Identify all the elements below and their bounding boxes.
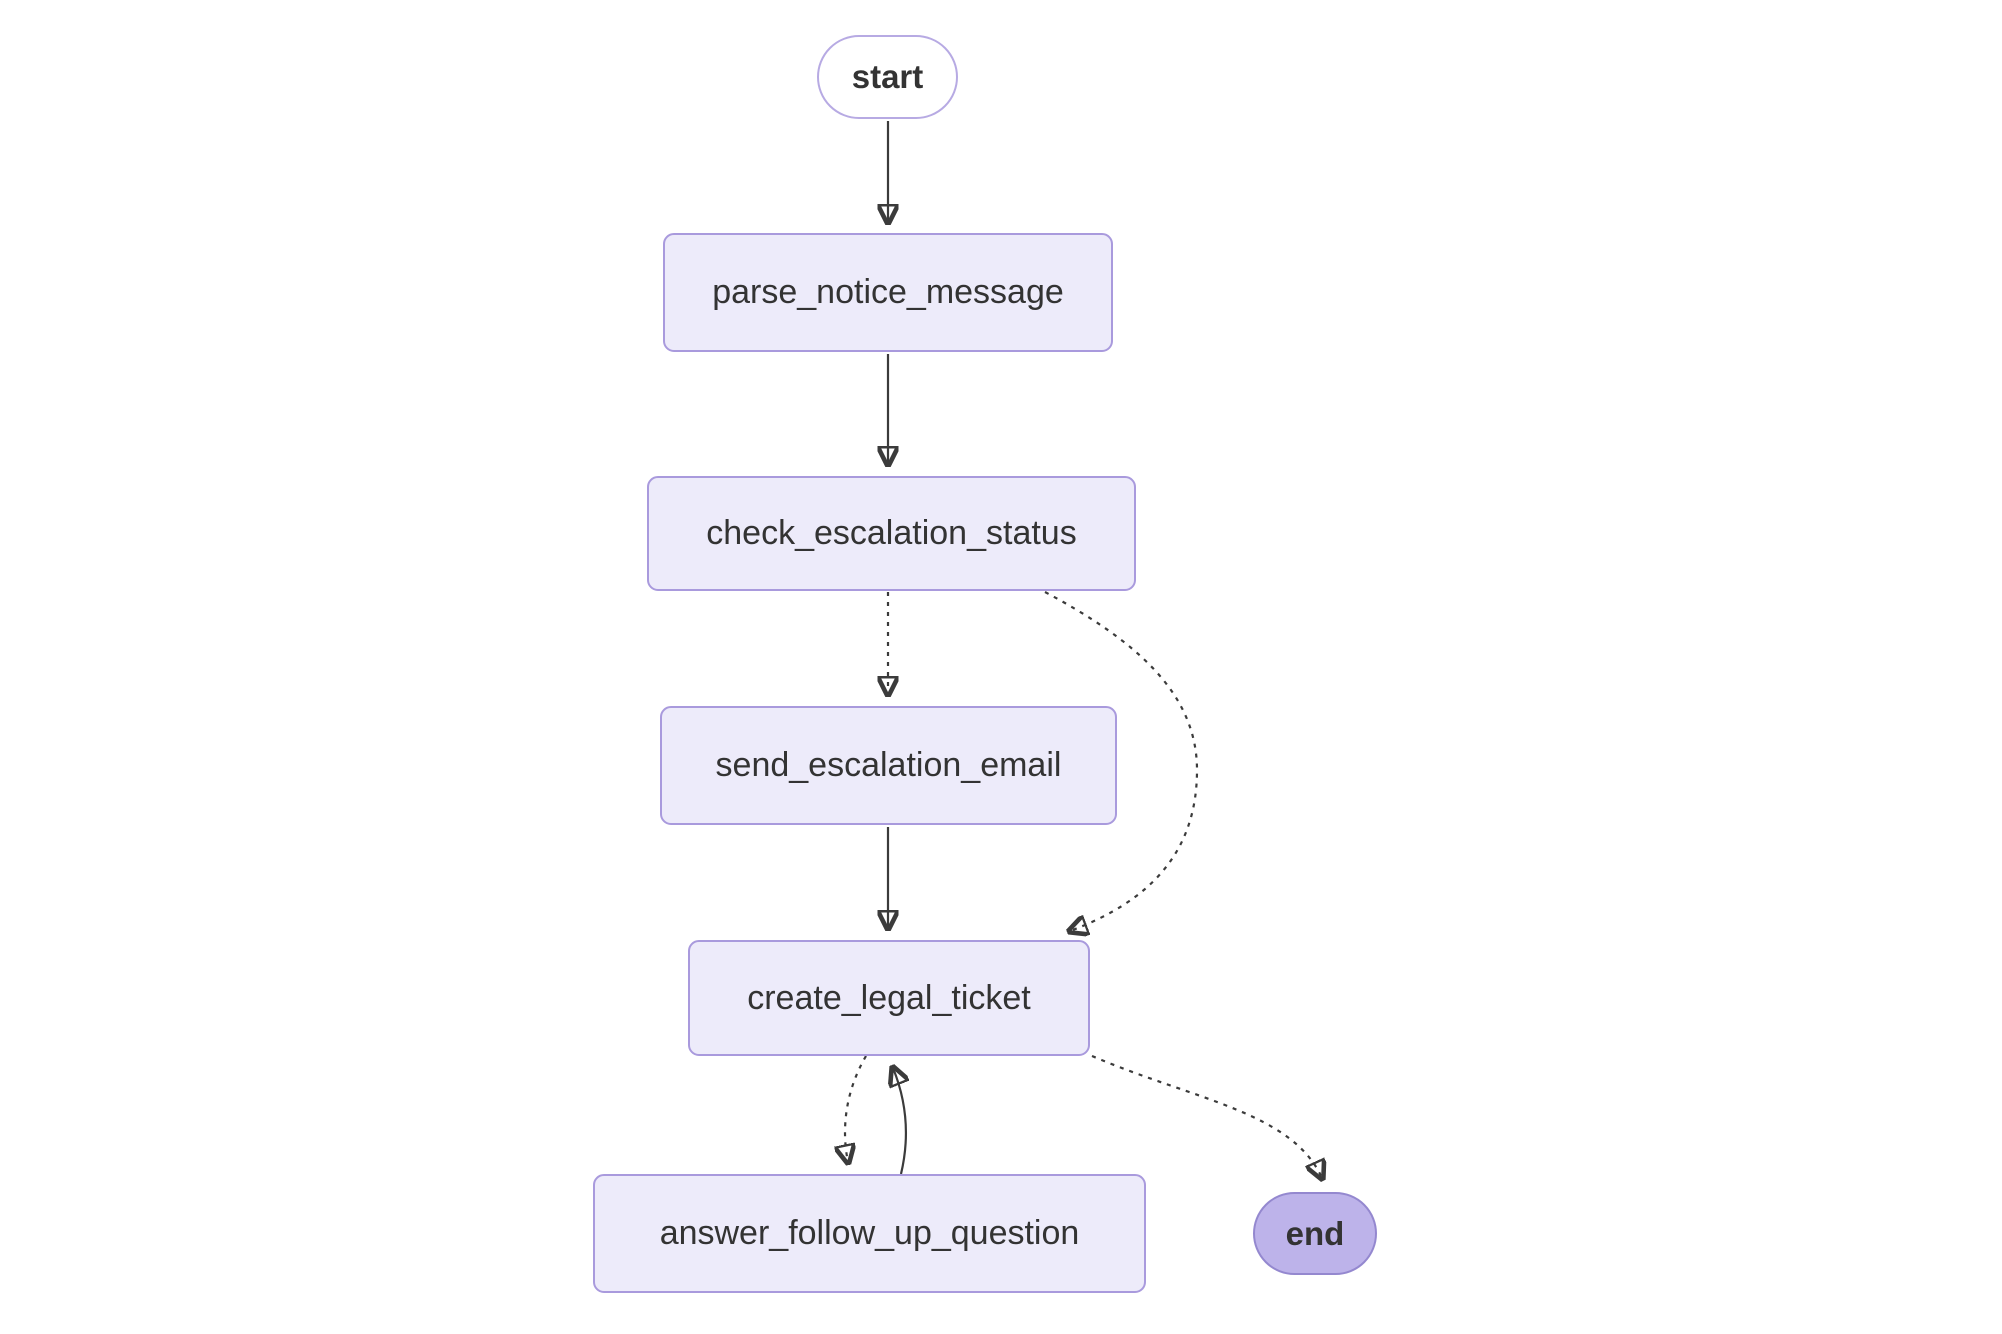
edge-create-legal-ticket-to-answer-follow-up-question (845, 1055, 867, 1162)
node-send-escalation-email: send_escalation_email (660, 706, 1117, 825)
node-answer-follow-up-question-label: answer_follow_up_question (659, 1214, 1080, 1252)
node-answer-follow-up-question: answer_follow_up_question (593, 1174, 1146, 1293)
node-check-escalation-status-label: check_escalation_status (706, 514, 1077, 552)
edge-answer-follow-up-question-to-create-legal-ticket (893, 1068, 906, 1175)
node-create-legal-ticket-label: create_legal_ticket (747, 978, 1031, 1017)
node-check-escalation-status: check_escalation_status (647, 476, 1136, 591)
node-parse-notice-message-label: parse_notice_message (712, 273, 1064, 311)
edge-create-legal-ticket-to-end (1091, 1054, 1322, 1178)
node-send-escalation-email-label: send_escalation_email (715, 746, 1062, 784)
node-start: start (817, 35, 958, 119)
node-end-label: end (1285, 1214, 1345, 1252)
node-start-label: start (851, 58, 924, 95)
node-end: end (1253, 1192, 1377, 1275)
edge-check-escalation-status-to-create-legal-ticket (1044, 591, 1199, 931)
node-parse-notice-message: parse_notice_message (663, 233, 1113, 352)
node-create-legal-ticket: create_legal_ticket (688, 940, 1090, 1056)
